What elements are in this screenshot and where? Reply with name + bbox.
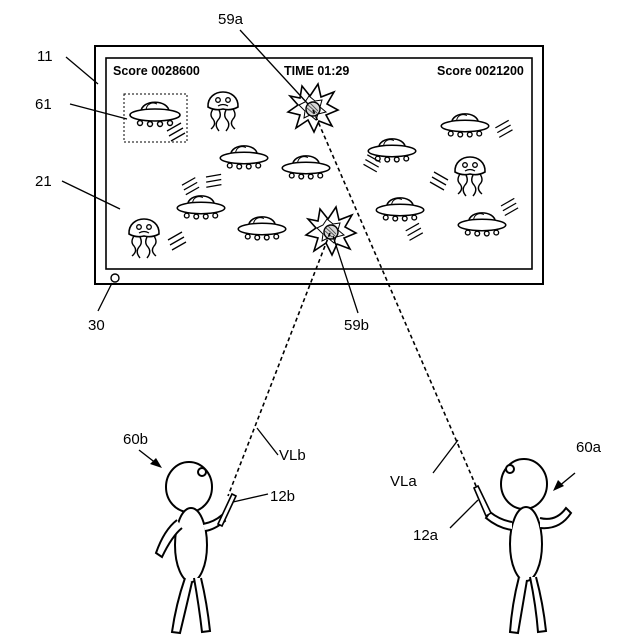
label-12a: 12a [413, 527, 439, 544]
leader-vla [433, 440, 458, 473]
arrow-60b-icon [139, 450, 162, 468]
score-right: Score 0021200 [437, 64, 524, 78]
label-21: 21 [35, 173, 52, 190]
label-vla: VLa [390, 473, 417, 490]
label-vlb: VLb [279, 447, 306, 464]
arrow-60a-icon [553, 473, 575, 491]
label-61: 61 [35, 96, 52, 113]
time-readout: TIME 01:29 [284, 64, 349, 78]
player-b-figure [156, 462, 236, 633]
label-30: 30 [88, 317, 105, 334]
label-12b: 12b [270, 488, 295, 505]
leader-30 [98, 283, 112, 311]
label-60b: 60b [123, 431, 148, 448]
leader-11 [66, 57, 98, 84]
score-left: Score 0028600 [113, 64, 200, 78]
leader-vlb [257, 428, 278, 455]
camera-icon [111, 274, 119, 282]
label-11: 11 [37, 48, 53, 65]
label-59b: 59b [344, 317, 369, 334]
label-59a: 59a [218, 11, 244, 28]
controller-b-icon [218, 494, 236, 526]
leader-12b [233, 494, 268, 502]
leader-12a [450, 500, 478, 528]
label-60a: 60a [576, 439, 602, 456]
